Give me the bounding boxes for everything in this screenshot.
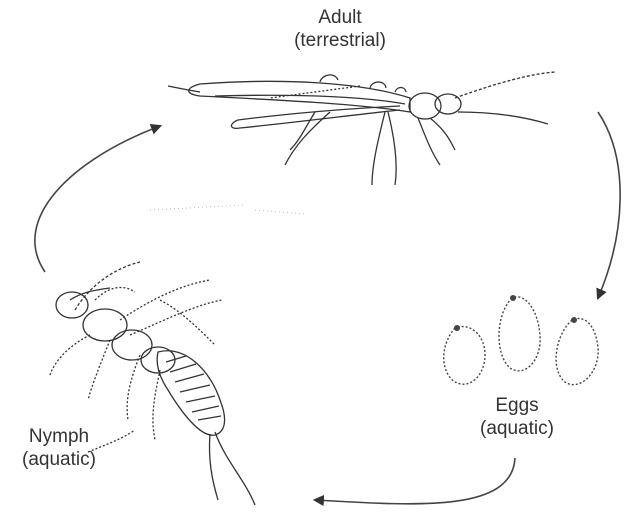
nymph-habitat: (aquatic) [0, 448, 118, 471]
arrow-eggs-to-nymph [315, 458, 515, 504]
arrow-adult-to-eggs [598, 112, 620, 298]
egg-1 [444, 327, 485, 385]
nymph-label: Nymph (aquatic) [0, 425, 118, 471]
egg-3 [556, 318, 598, 384]
arrow-nymph-to-adult [35, 126, 160, 272]
adult-name: Adult [270, 6, 410, 29]
egg-caps [454, 295, 577, 331]
adult-habitat: (terrestrial) [270, 29, 410, 52]
faint-marks [150, 205, 305, 214]
adult-label: Adult (terrestrial) [270, 6, 410, 52]
cycle-arrows [35, 112, 620, 504]
nymph-name: Nymph [0, 425, 118, 448]
eggs-label: Eggs (aquatic) [452, 394, 582, 440]
eggs-icon [444, 297, 598, 385]
egg-2 [499, 297, 540, 371]
eggs-name: Eggs [452, 394, 582, 417]
adult-stonefly-icon [168, 72, 555, 185]
eggs-habitat: (aquatic) [452, 417, 582, 440]
